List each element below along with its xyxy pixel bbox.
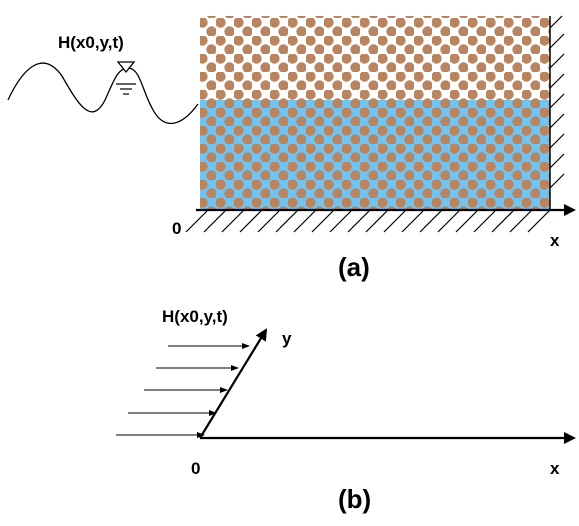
- x-axis-label-a: x: [550, 231, 560, 250]
- origin-label-b: 0: [191, 459, 200, 478]
- y-axis-label-b: y: [282, 329, 292, 348]
- bottom-boundary-hatch: [185, 209, 551, 233]
- x-axis-label-b: x: [550, 459, 560, 478]
- head-label-a: H(x0,y,t): [58, 33, 124, 52]
- water-wave: [7, 62, 199, 125]
- head-label-b: H(x0,y,t): [162, 307, 228, 326]
- right-boundary-hatch: [549, 15, 565, 189]
- caption-b: (b): [338, 484, 371, 514]
- soil-particles: [200, 16, 550, 210]
- origin-label-a: 0: [172, 219, 181, 238]
- y-axis-b: [199, 328, 268, 439]
- panel-a: H(x0,y,t): [7, 15, 576, 282]
- inflow-arrows: [116, 343, 250, 438]
- panel-b: H(x0,y,t) y 0 x (b): [116, 307, 576, 514]
- water-level-symbol-icon: [116, 61, 136, 95]
- caption-a: (a): [338, 252, 370, 282]
